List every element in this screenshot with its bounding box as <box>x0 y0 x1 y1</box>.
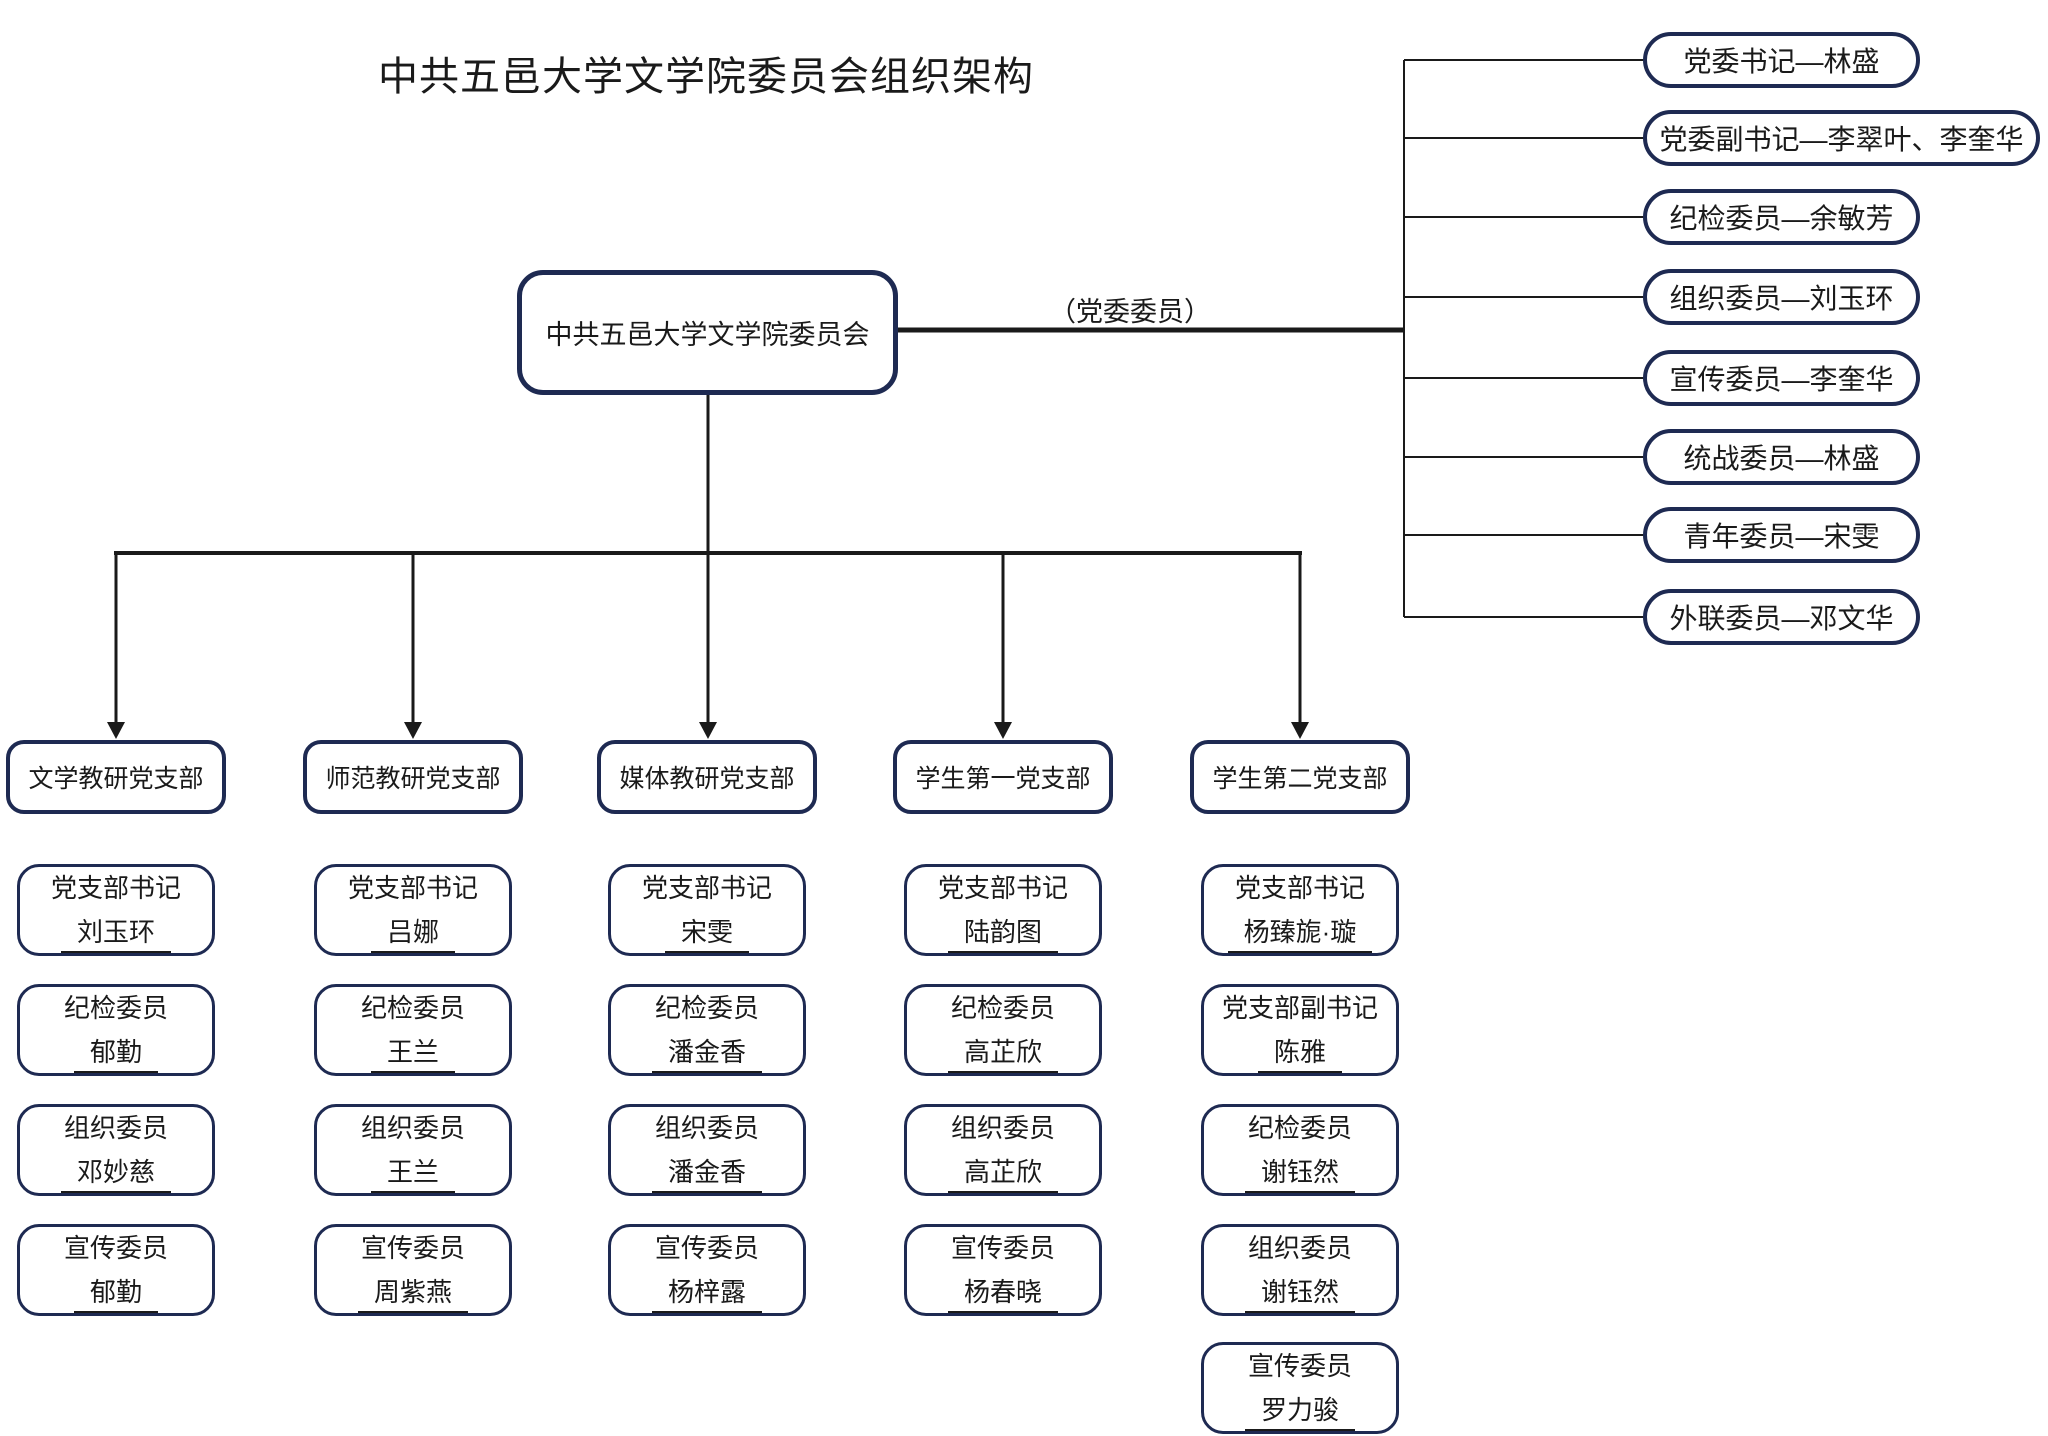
position-name: 宋雯 <box>664 912 749 953</box>
position-name: 谢钰然 <box>1244 1152 1355 1193</box>
branch-node-2: 师范教研党支部 <box>303 740 523 814</box>
committee-member-node: 纪检委员—余敏芳 <box>1643 189 1920 245</box>
position-name: 吕娜 <box>370 912 455 953</box>
position-name: 谢钰然 <box>1244 1272 1355 1313</box>
position-role: 纪检委员 <box>654 992 759 1023</box>
arrow-down-icon <box>404 722 422 739</box>
arrow-down-icon <box>1291 722 1309 739</box>
position-node: 宣传委员 郁勤 <box>17 1224 215 1316</box>
position-role: 党支部书记 <box>641 872 772 903</box>
position-node: 组织委员 谢钰然 <box>1201 1224 1399 1316</box>
position-name: 罗力骏 <box>1244 1390 1355 1431</box>
position-name: 杨春晓 <box>947 1272 1058 1313</box>
position-node: 纪检委员 王兰 <box>314 984 512 1076</box>
branch-node-5: 学生第二党支部 <box>1190 740 1410 814</box>
position-node: 组织委员 王兰 <box>314 1104 512 1196</box>
position-name: 邓妙慈 <box>60 1152 171 1193</box>
position-role: 党支部书记 <box>347 872 478 903</box>
position-name: 刘玉环 <box>60 912 171 953</box>
position-name: 潘金香 <box>651 1152 762 1193</box>
position-name: 高芷欣 <box>947 1152 1058 1193</box>
branch-node-4: 学生第一党支部 <box>893 740 1113 814</box>
arrow-down-icon <box>107 722 125 739</box>
position-name: 王兰 <box>370 1032 455 1073</box>
position-name: 潘金香 <box>651 1032 762 1073</box>
position-role: 组织委员 <box>654 1112 759 1143</box>
committee-members-label: （党委委员） <box>1049 297 1211 327</box>
position-role: 组织委员 <box>1247 1232 1352 1263</box>
position-node: 宣传委员 罗力骏 <box>1201 1342 1399 1434</box>
position-name: 陆韵图 <box>947 912 1058 953</box>
position-node: 党支部书记 吕娜 <box>314 864 512 956</box>
position-name: 高芷欣 <box>947 1032 1058 1073</box>
position-node: 纪检委员 高芷欣 <box>904 984 1102 1076</box>
position-name: 陈雅 <box>1257 1032 1342 1073</box>
branch-node-3: 媒体教研党支部 <box>597 740 817 814</box>
position-role: 组织委员 <box>360 1112 465 1143</box>
position-role: 纪检委员 <box>360 992 465 1023</box>
position-node: 宣传委员 周紫燕 <box>314 1224 512 1316</box>
position-node: 党支部书记 宋雯 <box>608 864 806 956</box>
position-role: 宣传委员 <box>950 1232 1055 1263</box>
position-node: 纪检委员 郁勤 <box>17 984 215 1076</box>
position-name: 郁勤 <box>73 1032 158 1073</box>
position-name: 郁勤 <box>73 1272 158 1313</box>
root-node: 中共五邑大学文学院委员会 <box>517 270 898 395</box>
position-name: 王兰 <box>370 1152 455 1193</box>
position-node: 宣传委员 杨春晓 <box>904 1224 1102 1316</box>
position-name: 杨臻旎·璇 <box>1227 912 1373 953</box>
committee-member-node: 青年委员—宋雯 <box>1643 507 1920 563</box>
position-role: 纪检委员 <box>1247 1112 1352 1143</box>
position-node: 党支部书记 杨臻旎·璇 <box>1201 864 1399 956</box>
position-node: 党支部副书记 陈雅 <box>1201 984 1399 1076</box>
position-role: 党支部书记 <box>937 872 1068 903</box>
position-node: 组织委员 高芷欣 <box>904 1104 1102 1196</box>
position-role: 组织委员 <box>950 1112 1055 1143</box>
position-role: 宣传委员 <box>360 1232 465 1263</box>
position-name: 杨梓露 <box>651 1272 762 1313</box>
position-name: 周紫燕 <box>357 1272 468 1313</box>
arrow-down-icon <box>699 722 717 739</box>
committee-member-node: 组织委员—刘玉环 <box>1643 269 1920 325</box>
position-node: 组织委员 潘金香 <box>608 1104 806 1196</box>
position-node: 宣传委员 杨梓露 <box>608 1224 806 1316</box>
position-role: 纪检委员 <box>63 992 168 1023</box>
position-role: 党支部副书记 <box>1221 992 1378 1023</box>
committee-member-node: 党委副书记—李翠叶、李奎华 <box>1643 110 2040 166</box>
position-role: 宣传委员 <box>654 1232 759 1263</box>
position-role: 组织委员 <box>63 1112 168 1143</box>
position-role: 宣传委员 <box>63 1232 168 1263</box>
position-role: 宣传委员 <box>1247 1350 1352 1381</box>
position-node: 党支部书记 陆韵图 <box>904 864 1102 956</box>
position-node: 党支部书记 刘玉环 <box>17 864 215 956</box>
committee-member-node: 党委书记—林盛 <box>1643 32 1920 88</box>
committee-member-node: 统战委员—林盛 <box>1643 429 1920 485</box>
arrow-down-icon <box>994 722 1012 739</box>
page-title: 中共五邑大学文学院委员会组织架构 <box>378 55 1034 99</box>
committee-member-node: 宣传委员—李奎华 <box>1643 350 1920 406</box>
position-node: 纪检委员 潘金香 <box>608 984 806 1076</box>
committee-member-node: 外联委员—邓文华 <box>1643 589 1920 645</box>
position-node: 纪检委员 谢钰然 <box>1201 1104 1399 1196</box>
position-role: 纪检委员 <box>950 992 1055 1023</box>
position-node: 组织委员 邓妙慈 <box>17 1104 215 1196</box>
branch-node-1: 文学教研党支部 <box>6 740 226 814</box>
position-role: 党支部书记 <box>1234 872 1365 903</box>
position-role: 党支部书记 <box>50 872 181 903</box>
